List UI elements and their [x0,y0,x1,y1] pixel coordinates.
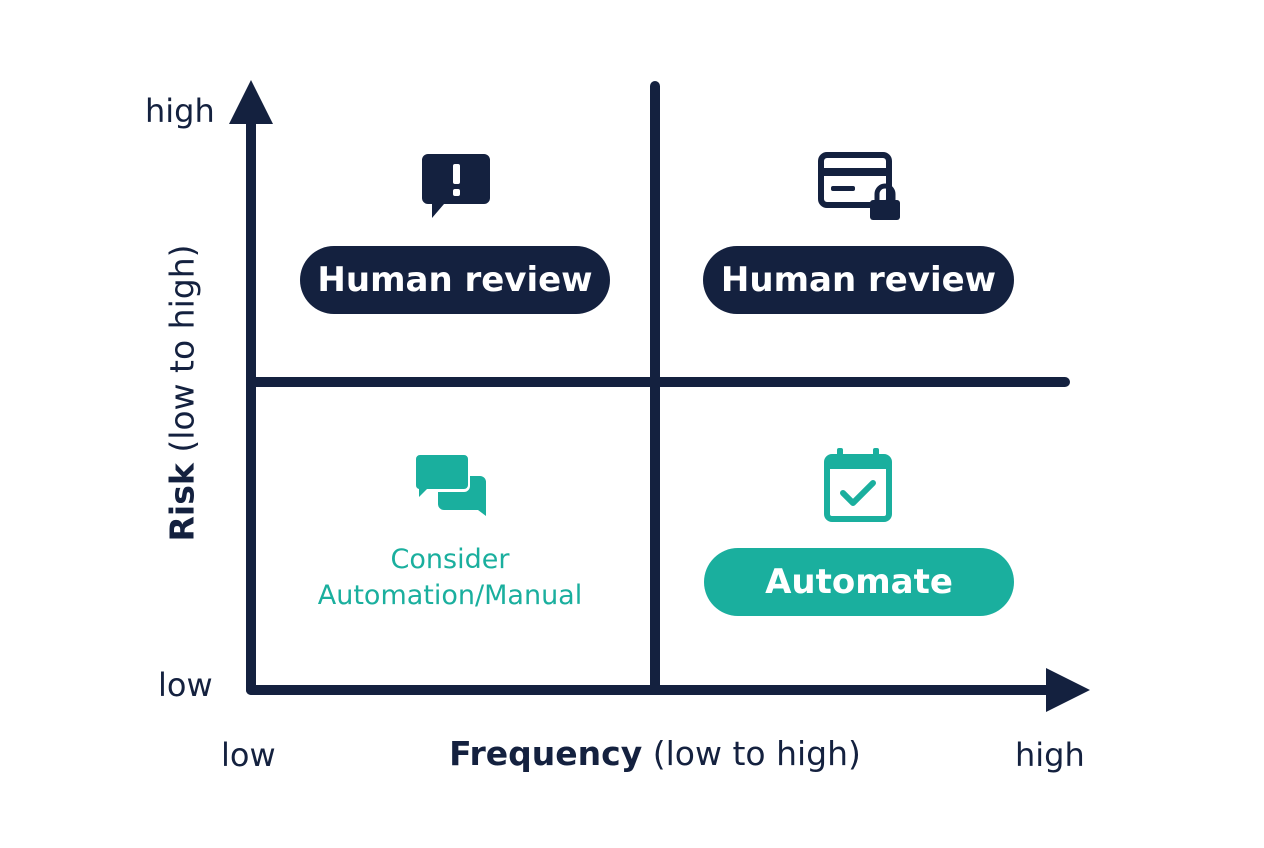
top-left-human-review-pill: Human review [300,246,610,314]
locked-card-icon [818,152,900,220]
calendar-check-icon [824,448,892,522]
y-axis-title-rest: (low to high) [162,244,202,453]
y-axis-high-label: high [145,92,215,130]
x-axis-low-label: low [221,736,276,774]
y-axis-arrow [229,80,273,124]
x-axis-arrow [1046,668,1090,712]
top-right-human-review-pill: Human review [703,246,1014,314]
x-axis-title-bold: Frequency [449,734,643,773]
consider-line: Consider [390,544,510,575]
automation-manual-line: Automation/Manual [317,580,583,611]
alert-message-icon [422,154,490,218]
automate-pill: Automate [704,548,1014,616]
consider-automation-manual-label: Consider Automation/Manual [290,542,610,614]
x-axis-high-label: high [1015,736,1085,774]
x-axis-title: Frequency (low to high) [350,734,960,773]
y-axis-title-bold: Risk [162,463,202,542]
chat-bubbles-icon [413,452,486,516]
x-axis-title-rest: (low to high) [652,734,861,773]
y-axis-low-label: low [158,666,213,704]
y-axis-title: Risk (low to high) [163,245,202,542]
